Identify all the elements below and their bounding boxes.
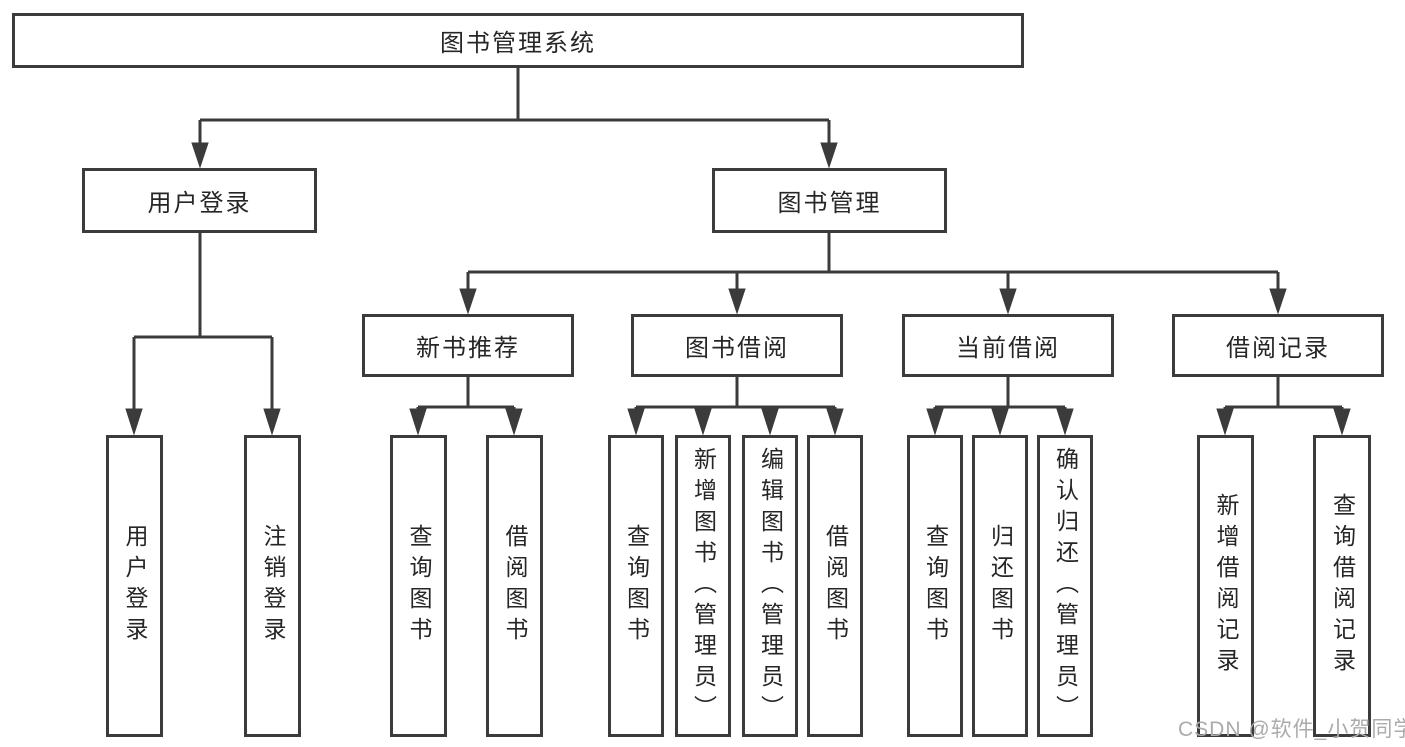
connector-new-book-recommend [409,377,523,436]
leaf-borrow-borrow-books: 借阅图书 [807,435,863,737]
connector-borrow-records [1216,377,1351,436]
leaf-label: 归还图书 [987,524,1014,648]
leaf-user-login: 用户登录 [106,435,163,737]
node-library-system: 图书管理系统 [12,13,1024,68]
leaf-label: 借阅图书 [822,524,849,648]
node-book-borrow: 图书借阅 [631,314,843,377]
connector-book-borrow [627,377,844,436]
leaf-recommend-query-books: 查询图书 [390,435,447,737]
leaf-logout-login: 注销登录 [244,435,301,737]
node-book-management: 图书管理 [712,168,947,233]
connector-current-borrow [926,377,1074,436]
leaf-label: 查询图书 [406,524,432,648]
leaf-label: 用户登录 [122,524,148,648]
leaf-current-query-books: 查询图书 [907,435,963,737]
leaf-current-confirm-return-admin: 确认归还（管理员） [1037,435,1093,737]
csdn-watermark: CSDN @软件_小贺同学 [1178,718,1405,741]
leaf-label: 查询图书 [922,524,949,648]
leaf-label: 编辑图书（管理员） [757,446,784,726]
leaf-label: 新增借阅记录 [1213,493,1239,679]
leaf-label: 借阅图书 [502,524,528,648]
leaf-records-query-record: 查询借阅记录 [1313,435,1371,737]
node-new-book-recommend: 新书推荐 [362,314,574,377]
leaf-label: 确认归还（管理员） [1052,446,1079,726]
node-current-borrow: 当前借阅 [902,314,1114,377]
connector-book-management [459,233,1287,315]
leaf-current-return-books: 归还图书 [972,435,1028,737]
connector-root [191,68,838,169]
leaf-borrow-add-books-admin: 新增图书（管理员） [675,435,731,737]
leaf-recommend-borrow-books: 借阅图书 [486,435,543,737]
node-borrow-records: 借阅记录 [1172,314,1384,377]
leaf-label: 查询图书 [623,524,650,648]
leaf-borrow-query-books: 查询图书 [608,435,664,737]
leaf-label: 查询借阅记录 [1329,493,1356,679]
leaf-records-add-record: 新增借阅记录 [1197,435,1254,737]
connector-user-login [125,233,281,436]
leaf-borrow-edit-books-admin: 编辑图书（管理员） [742,435,798,737]
leaf-label: 注销登录 [260,524,286,648]
leaf-label: 新增图书（管理员） [690,446,717,726]
node-user-login: 用户登录 [82,168,317,233]
